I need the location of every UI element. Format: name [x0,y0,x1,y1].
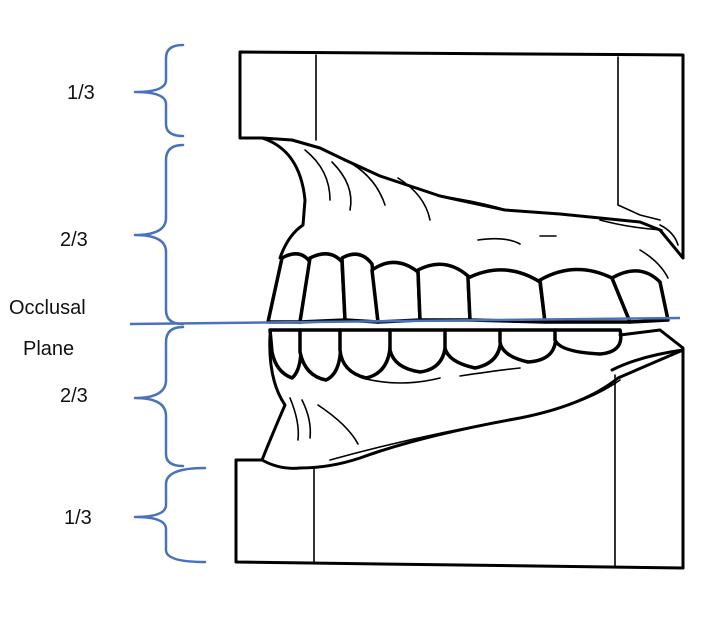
label-plane: Plane [23,338,74,360]
upper-teeth [266,252,670,324]
lower-teeth [268,328,623,382]
brace-upper-base [133,43,185,138]
label-upper-teeth: 2/3 [60,229,88,251]
label-lower-teeth: 2/3 [60,385,88,407]
brace-upper-teeth [133,143,185,326]
label-occlusal: Occlusal [9,297,86,319]
lower-cast-base [234,348,685,570]
upper-gum [260,136,669,279]
brace-lower-teeth [133,325,185,468]
upper-cast-base [238,50,685,260]
label-upper-base: 1/3 [67,82,95,104]
brace-lower-base [133,466,207,564]
occlusal-plane-line [129,316,681,326]
label-lower-base: 1/3 [64,507,92,529]
